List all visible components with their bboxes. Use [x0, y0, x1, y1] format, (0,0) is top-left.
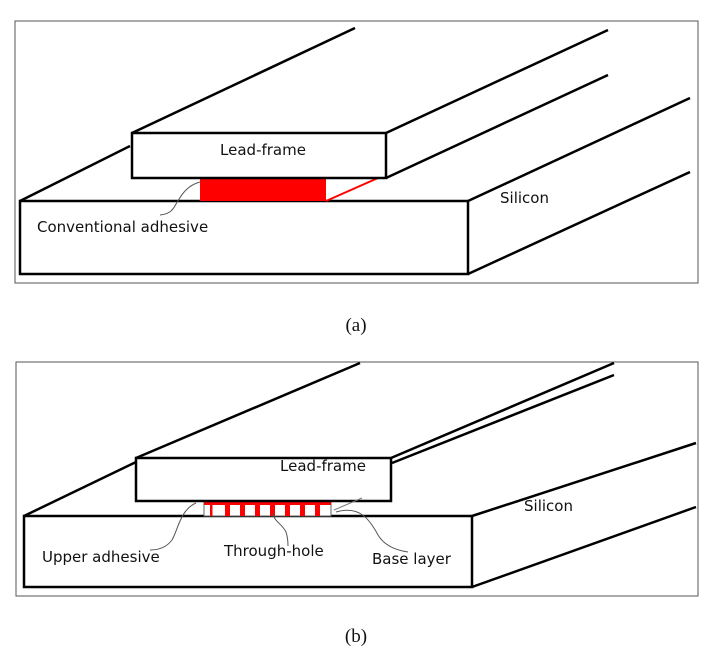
through-hole: [285, 501, 290, 516]
through-hole: [315, 501, 320, 516]
label-through-hole: Through-hole: [223, 542, 324, 560]
through-hole: [255, 501, 260, 516]
through-hole: [225, 501, 230, 516]
caption-b: (b): [345, 626, 367, 647]
through-hole-leader: [271, 512, 289, 547]
through-hole: [240, 501, 245, 516]
adhesive-edge-a: [325, 177, 379, 202]
base-layer-leader: [335, 509, 409, 553]
label-lead-frame-a: Lead-frame: [220, 141, 306, 159]
label-lead-frame-b: Lead-frame: [280, 457, 366, 475]
panel-a: Lead-frame Silicon Conventional adhesive: [14, 20, 699, 284]
through-hole: [210, 501, 213, 516]
upper-adhesive-leader: [149, 502, 197, 551]
silicon-block-b: [22, 373, 697, 589]
adhesive-leader-a: [159, 181, 201, 216]
label-adhesive-a: Conventional adhesive: [37, 218, 208, 236]
upper-adhesive-layer: [204, 501, 331, 505]
lead-frame-block-b: [134, 361, 615, 503]
conventional-adhesive: [200, 177, 379, 202]
label-upper-adhesive: Upper adhesive: [42, 548, 160, 566]
through-hole: [270, 501, 275, 516]
label-silicon-a: Silicon: [500, 189, 549, 207]
caption-a: (a): [345, 315, 366, 336]
label-silicon-b: Silicon: [524, 497, 573, 515]
through-hole: [300, 501, 305, 516]
interposer-b: [203, 500, 332, 517]
lead-frame-block-a: [130, 26, 609, 180]
label-base-layer: Base layer: [372, 550, 452, 568]
panel-b: Lead-frame Silicon Upper adhesive Throug…: [15, 361, 699, 597]
base-layer-edge: [333, 497, 363, 511]
through-hole-group: [210, 501, 320, 516]
adhesive-block-a: [200, 179, 326, 201]
